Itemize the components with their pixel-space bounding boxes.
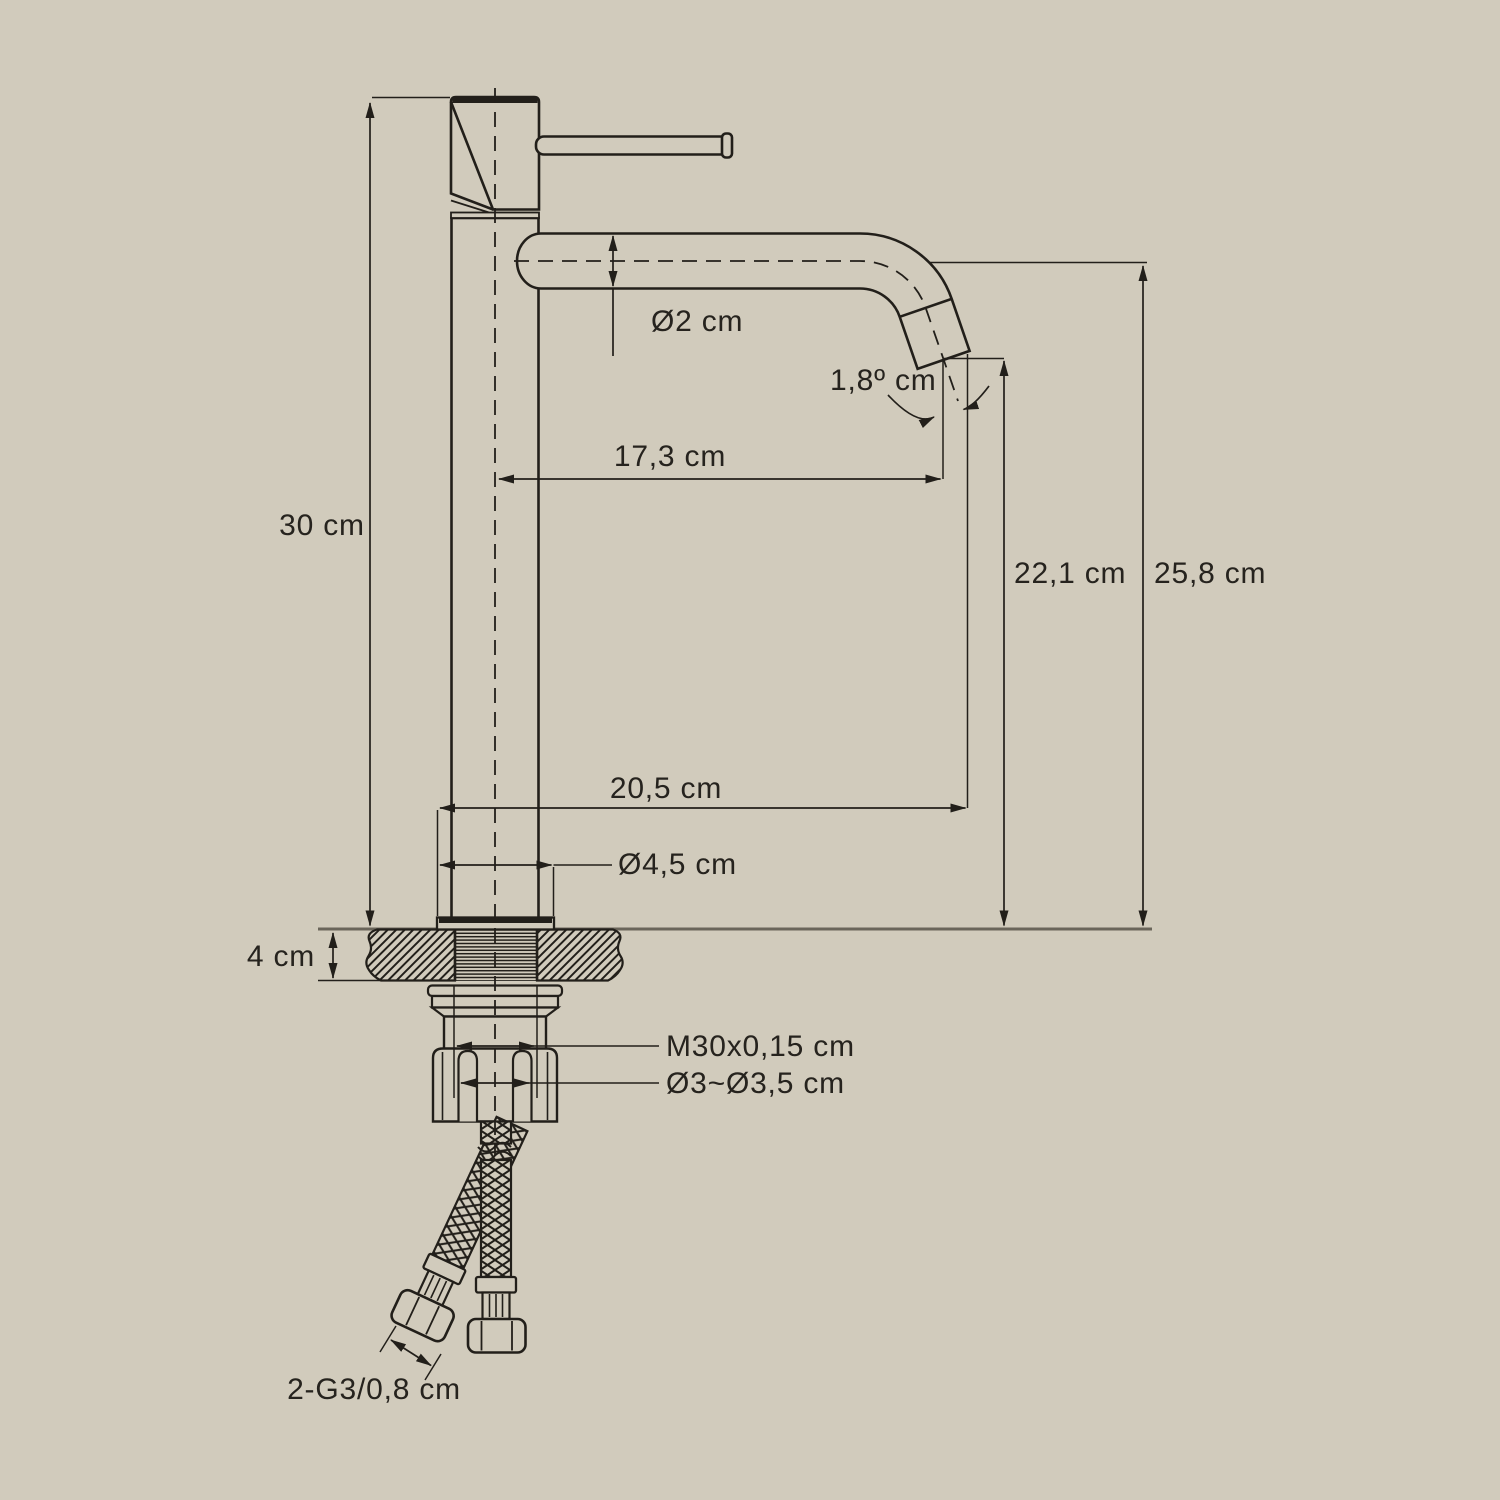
dim-hose-connector: 2-G3/0,8 cm [287,1325,461,1406]
label-outlet-height: 22,1 cm [1014,557,1126,590]
dim-base-diameter: Ø4,5 cm [439,848,737,916]
handle-lever [534,135,733,156]
label-thread-spec: M30x0,15 cm [666,1030,855,1063]
base-flange [435,916,556,931]
hose-hex-nut-diagonal [390,1288,455,1343]
dim-hole-diameter: Ø3~Ø3,5 cm [460,1067,845,1100]
label-deck-thickness: 4 cm [247,940,315,973]
countertop-section-left [365,928,457,982]
handle-end-cap [720,132,734,159]
supply-hose-diagonal [390,1115,529,1343]
dim-total-height: 30 cm [279,96,450,927]
threaded-shank [453,930,539,981]
dim-outlet-angle: 1,8º cm [830,361,990,479]
label-total-reach: 20,5 cm [610,772,722,805]
dim-spout-diameter: Ø2 cm [608,235,743,356]
supply-hose-vertical [466,1120,527,1354]
label-spout-height: 25,8 cm [1154,557,1266,590]
label-base-diameter: Ø4,5 cm [618,848,737,881]
label-spout-diameter: Ø2 cm [651,305,743,338]
hose-hex-nut-vertical [466,1317,527,1354]
faucet-spout [515,232,972,371]
label-outlet-angle: 1,8º cm [830,364,937,397]
countertop-section-right [535,928,624,982]
nut-slot-right [511,1049,533,1122]
dim-deck-thickness: 4 cm [247,932,390,982]
mounting-hardware [426,984,564,1123]
label-hose-connector: 2-G3/0,8 cm [287,1373,461,1406]
aerator-joint-line [899,297,953,319]
dim-outlet-height: 22,1 cm [944,357,1126,927]
label-hole-diameter: Ø3~Ø3,5 cm [666,1067,845,1100]
label-total-height: 30 cm [279,509,365,542]
dim-spout-reach: 17,3 cm [498,440,942,484]
dim-thread-spec: M30x0,15 cm [453,985,855,1098]
dim-spout-height: 25,8 cm [1138,265,1266,927]
dim-total-reach: 20,5 cm [436,354,969,916]
spout-centerline [514,260,959,402]
label-spout-reach: 17,3 cm [614,440,726,473]
nut-slot-left [457,1049,479,1122]
